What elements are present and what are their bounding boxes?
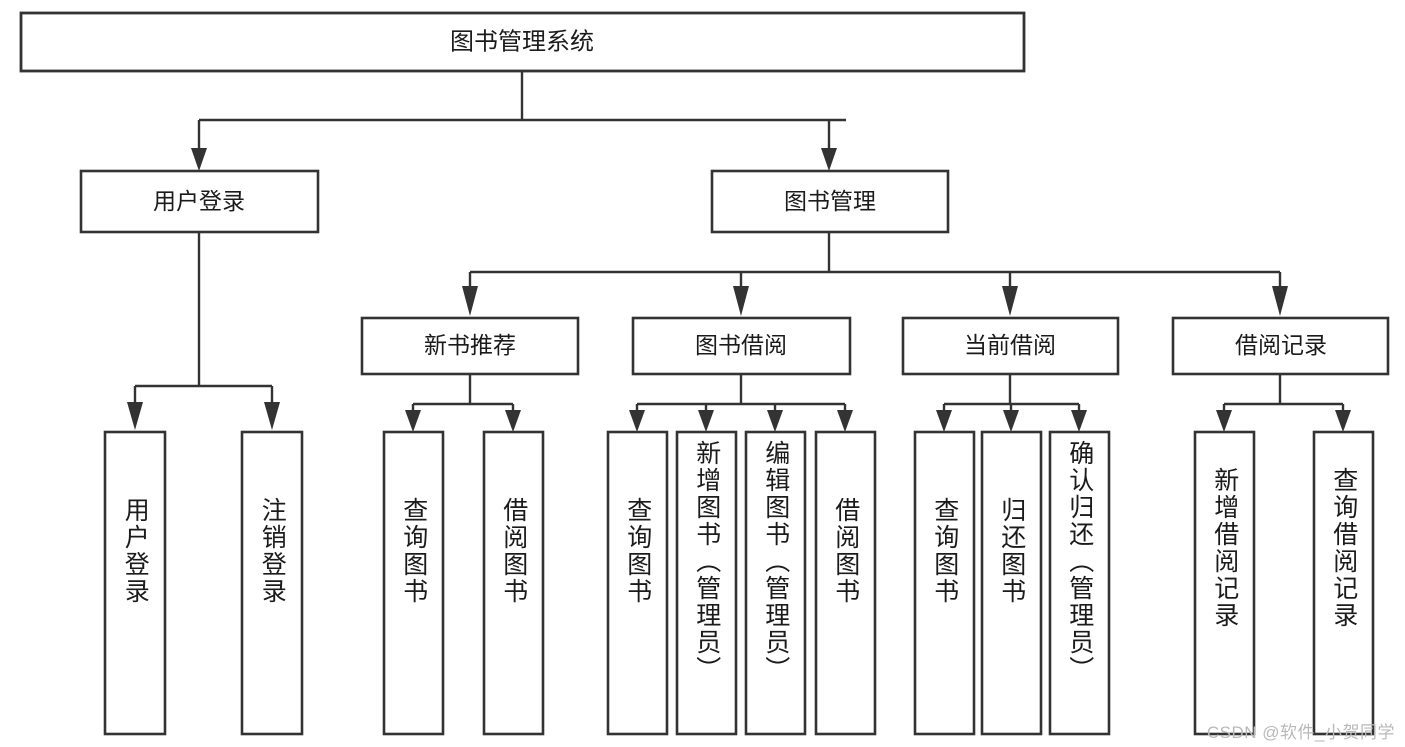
leaf-box-bb-add-book[interactable] — [675, 430, 738, 736]
arrow-head-nb-leaf2 — [505, 410, 521, 432]
node-book-borrow-box[interactable] — [631, 316, 852, 376]
node-book-borrow-label: 图书借阅 — [695, 332, 787, 358]
node-book-management-box[interactable] — [710, 169, 950, 234]
arrow-head-current-borrow — [1002, 286, 1018, 316]
node-borrow-record-box[interactable] — [1171, 316, 1390, 376]
node-borrow-record-label: 借阅记录 — [1235, 332, 1327, 358]
arrow-head-leaf-user-login — [127, 402, 143, 430]
leaf-box-logout[interactable] — [240, 430, 304, 736]
node-book-management-label: 图书管理 — [784, 188, 876, 214]
arrow-head-bb-leaf2 — [698, 410, 714, 432]
arrow-head-br-leaf2 — [1335, 410, 1351, 432]
arrow-head-book-mgmt — [821, 148, 837, 171]
node-user-login-box[interactable] — [79, 169, 320, 234]
csdn-watermark: CSDN @软件_小贺同学 — [1206, 723, 1395, 742]
leaf-box-bb-borrow-book[interactable] — [814, 430, 877, 736]
node-current-borrow-box[interactable] — [901, 316, 1120, 376]
arrow-head-book-borrow — [733, 286, 749, 316]
arrow-head-borrow-record — [1272, 286, 1288, 316]
leaf-box-nb-query-book[interactable] — [382, 430, 445, 736]
leaf-box-nb-borrow-book[interactable] — [482, 430, 545, 736]
node-current-borrow[interactable]: 当前借阅 — [901, 316, 1120, 376]
arrow-head-new-book — [462, 286, 478, 316]
node-new-book-recommend[interactable]: 新书推荐 — [360, 316, 580, 376]
node-root-box[interactable] — [19, 11, 1026, 73]
node-user-login[interactable]: 用户登录 — [79, 169, 320, 234]
leaf-box-bb-query-book[interactable] — [606, 430, 669, 736]
node-root-label: 图书管理系统 — [450, 28, 594, 55]
leaf-box-br-add-record[interactable] — [1193, 430, 1256, 736]
arrow-head-br-leaf1 — [1216, 410, 1232, 432]
arrow-head-leaf-logout — [264, 402, 280, 430]
arrow-head-cb-leaf3 — [1071, 410, 1087, 432]
arrow-head-nb-leaf1 — [405, 410, 421, 432]
node-book-borrow[interactable]: 图书借阅 — [631, 316, 852, 376]
leaf-box-cb-query-book[interactable] — [913, 430, 976, 736]
leaf-box-bb-edit-book[interactable] — [744, 430, 807, 736]
arrow-head-cb-leaf1 — [936, 410, 952, 432]
node-new-book-recommend-label: 新书推荐 — [424, 332, 516, 358]
leaf-box-layer — [103, 430, 1375, 736]
arrow-head-bb-leaf1 — [629, 410, 645, 432]
arrow-head-bb-leaf4 — [837, 410, 853, 432]
arrow-head-cb-leaf2 — [1003, 410, 1019, 432]
connector-layer — [127, 71, 1351, 432]
node-borrow-record[interactable]: 借阅记录 — [1171, 316, 1390, 376]
leaf-box-br-query-record[interactable] — [1312, 430, 1375, 736]
leaf-box-user-login[interactable] — [103, 430, 167, 736]
node-current-borrow-label: 当前借阅 — [964, 332, 1056, 358]
arrow-head-bb-leaf3 — [767, 410, 783, 432]
node-root[interactable]: 图书管理系统 — [19, 11, 1026, 73]
node-user-login-label: 用户登录 — [153, 188, 245, 214]
leaf-box-cb-return-book[interactable] — [980, 430, 1043, 736]
node-new-book-recommend-box[interactable] — [360, 316, 580, 376]
leaf-box-cb-confirm-return[interactable] — [1048, 430, 1111, 736]
arrow-head-user-login — [191, 148, 207, 171]
node-book-management[interactable]: 图书管理 — [710, 169, 950, 234]
